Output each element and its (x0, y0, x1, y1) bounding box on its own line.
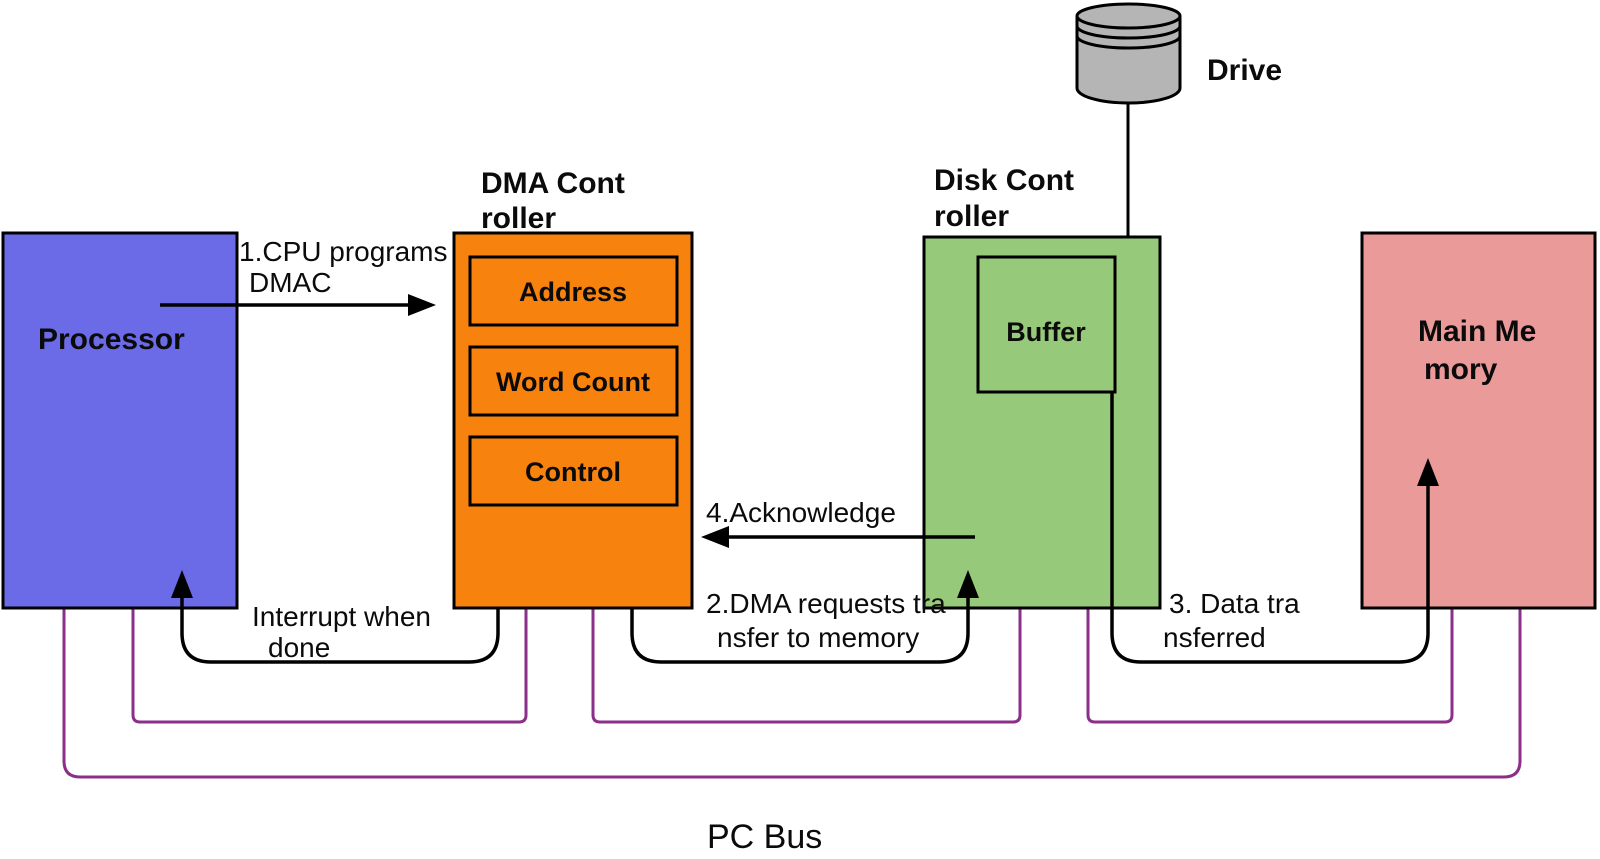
step3-annotation-line1: 3. Data tra (1169, 588, 1300, 619)
bus-segment-processor-dma (131, 608, 528, 724)
step3-arrowhead (1417, 458, 1439, 486)
word-count-register-label: Word Count (496, 367, 650, 397)
bus-segment-disk-memory (1086, 608, 1454, 724)
pc-bus-label: PC Bus (707, 818, 822, 856)
word-count-register-box (468, 345, 679, 417)
step1-annotation-line1: 1.CPU programs (239, 236, 448, 267)
interrupt-annotation-line2: done (268, 632, 330, 663)
interrupt-annotation-line1: Interrupt when (252, 601, 431, 632)
drive-label: Drive (1207, 54, 1282, 87)
step3-arrow-line (1110, 392, 1430, 664)
dma-controller-label-line2: roller (481, 202, 556, 235)
step1-arrowhead (408, 294, 436, 316)
drive-cylinder-icon (1075, 2, 1182, 105)
address-register-box (468, 255, 679, 327)
control-register-box (468, 435, 679, 507)
address-register-label: Address (519, 277, 627, 307)
step2-arrow-line (630, 594, 970, 664)
interrupt-arrow-line (180, 594, 500, 664)
bus-bottom-line (62, 608, 1522, 779)
step2-annotation-line1: 2.DMA requests tra (706, 588, 946, 619)
step4-arrowhead (701, 526, 729, 548)
step1-annotation-line2: DMAC (249, 267, 331, 298)
dma-controller-label-line1: DMA Cont (481, 167, 625, 200)
control-register-label: Control (525, 457, 621, 487)
processor-box (1, 231, 239, 610)
buffer-label: Buffer (1006, 317, 1086, 347)
main-memory-label-line1: Main Me (1418, 315, 1536, 348)
step2-arrowhead (957, 570, 979, 598)
bus-segment-dma-disk (591, 608, 1022, 724)
step3-annotation-line2: nsferred (1163, 622, 1266, 653)
main-memory-box (1360, 231, 1597, 610)
disk-controller-label-line1: Disk Cont (934, 164, 1074, 197)
step2-annotation-line2: nsfer to memory (717, 622, 919, 653)
buffer-box (976, 255, 1117, 394)
disk-controller-box (922, 235, 1162, 610)
disk-controller-label-line2: roller (934, 200, 1009, 233)
processor-label: Processor (38, 323, 185, 356)
interrupt-arrowhead (171, 570, 193, 598)
step4-annotation: 4.Acknowledge (706, 497, 896, 528)
main-memory-label-line2: mory (1424, 353, 1498, 386)
